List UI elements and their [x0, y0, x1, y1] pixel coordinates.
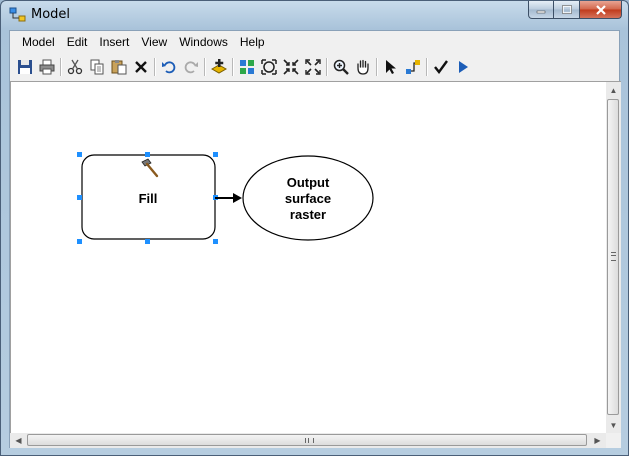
output-label-line: Output: [287, 175, 330, 190]
paste-button[interactable]: [108, 56, 130, 78]
close-icon: [595, 4, 606, 15]
model-diagram: Fill Output surface: [77, 152, 374, 244]
cut-button[interactable]: [64, 56, 86, 78]
close-button[interactable]: [580, 1, 622, 19]
caption-buttons: [528, 1, 622, 20]
selection-handle[interactable]: [77, 152, 82, 157]
run-button[interactable]: [452, 56, 474, 78]
print-button[interactable]: [36, 56, 58, 78]
selection-handle[interactable]: [213, 239, 218, 244]
pan-icon: [357, 59, 369, 75]
select-button[interactable]: [380, 56, 402, 78]
vertical-scroll-thumb[interactable]: [607, 99, 619, 415]
toolbar-separator: [326, 58, 328, 76]
menu-edit[interactable]: Edit: [66, 35, 88, 49]
maximize-button[interactable]: [554, 1, 580, 19]
toolbar-separator: [232, 58, 234, 76]
add-data-button[interactable]: [208, 56, 230, 78]
toolbar-separator: [204, 58, 206, 76]
pan-button[interactable]: [352, 56, 374, 78]
grip-icon: [305, 438, 314, 443]
model-app-icon: [9, 7, 27, 23]
fixed-zoom-out-button[interactable]: [302, 56, 324, 78]
run-icon: [459, 61, 468, 73]
size-grip[interactable]: [606, 433, 621, 448]
scroll-left-icon[interactable]: ◀: [15, 436, 22, 445]
zoom-in-button[interactable]: [330, 56, 352, 78]
output-label-line: raster: [290, 207, 326, 222]
scroll-right-icon[interactable]: ▶: [594, 436, 601, 445]
add-data-icon: [211, 59, 227, 74]
redo-icon: [184, 61, 198, 74]
maximize-icon: [561, 5, 572, 14]
connect-button[interactable]: [402, 56, 424, 78]
selection-handle[interactable]: [145, 239, 150, 244]
validate-icon: [434, 60, 448, 74]
undo-button[interactable]: [158, 56, 180, 78]
menu-windows[interactable]: Windows: [179, 35, 228, 49]
scroll-down-icon[interactable]: ▼: [609, 421, 618, 430]
selection-handle[interactable]: [77, 239, 82, 244]
scroll-up-icon[interactable]: ▲: [609, 86, 618, 95]
connect-icon: [406, 60, 420, 74]
copy-icon: [90, 59, 104, 75]
validate-button[interactable]: [430, 56, 452, 78]
save-icon: [18, 60, 32, 74]
title-bar[interactable]: Model: [1, 1, 628, 29]
menu-help[interactable]: Help: [239, 35, 265, 49]
menu-model[interactable]: Model: [22, 35, 55, 49]
minimize-button[interactable]: [528, 1, 554, 19]
output-label-line: surface: [285, 191, 331, 206]
window-client: Model Edit Insert View Windows Help: [9, 30, 621, 448]
full-extent-icon: [261, 59, 277, 75]
selection-handle[interactable]: [145, 152, 150, 157]
vertical-scrollbar[interactable]: ▲ ▼: [606, 81, 621, 433]
select-icon: [386, 60, 396, 74]
save-button[interactable]: [14, 56, 36, 78]
full-extent-button[interactable]: [258, 56, 280, 78]
fill-tool-label: Fill: [139, 191, 158, 206]
menu-bar: Model Edit Insert View Windows Help: [10, 31, 619, 53]
toolbar-separator: [426, 58, 428, 76]
auto-layout-icon: [240, 60, 254, 74]
minimize-icon: [536, 10, 546, 13]
horizontal-scroll-thumb[interactable]: [27, 434, 587, 446]
horizontal-scrollbar[interactable]: ◀ ▶: [10, 433, 606, 448]
toolbar: [10, 54, 619, 80]
toolbar-separator: [154, 58, 156, 76]
menu-insert[interactable]: Insert: [99, 35, 130, 49]
window-title: Model: [31, 7, 71, 22]
print-icon: [39, 59, 55, 75]
zoom-in-icon: [333, 59, 349, 75]
fixed-zoom-in-button[interactable]: [280, 56, 302, 78]
toolbar-separator: [60, 58, 62, 76]
connector-arrowhead: [233, 193, 242, 203]
auto-layout-button[interactable]: [236, 56, 258, 78]
selection-handle[interactable]: [213, 152, 218, 157]
fixed-zoom-out-icon: [305, 59, 321, 75]
redo-button[interactable]: [180, 56, 202, 78]
menu-view[interactable]: View: [141, 35, 168, 49]
copy-button[interactable]: [86, 56, 108, 78]
selection-handle[interactable]: [77, 195, 82, 200]
output-raster-node[interactable]: [242, 155, 374, 241]
cut-icon: [67, 59, 83, 75]
delete-icon: [135, 61, 147, 73]
grip-icon: [611, 252, 616, 261]
undo-icon: [162, 61, 176, 74]
model-canvas[interactable]: Fill Output surface: [10, 81, 606, 433]
hammer-icon: [141, 158, 159, 178]
delete-button[interactable]: [130, 56, 152, 78]
paste-icon: [111, 60, 127, 75]
toolbar-separator: [376, 58, 378, 76]
fixed-zoom-in-icon: [283, 59, 299, 75]
